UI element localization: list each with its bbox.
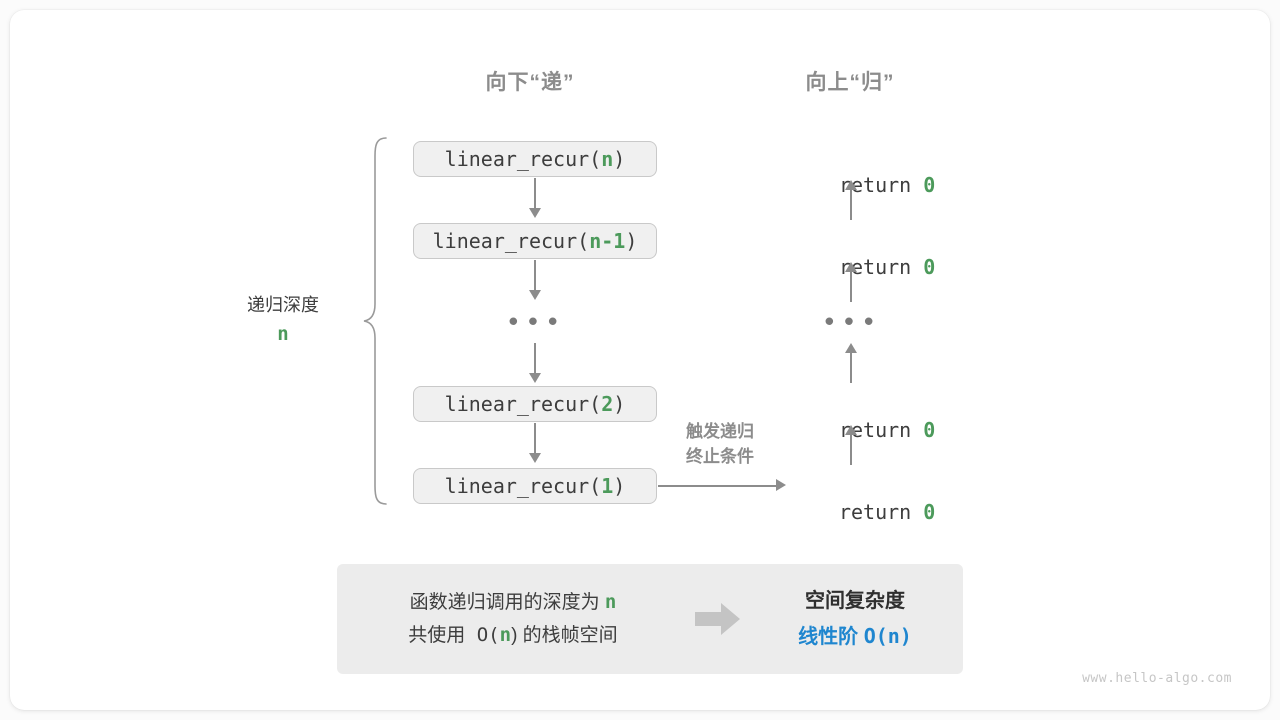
base-case-arrow-head <box>776 479 786 491</box>
recursion-depth-text: 递归深度 <box>247 295 319 315</box>
call-box-arg: n-1 <box>589 229 626 253</box>
column-header-descend: 向下“递” <box>485 71 575 94</box>
return-value: 0 <box>923 173 936 197</box>
return-value: 0 <box>923 418 936 442</box>
call-box-n: linear_recur(n) <box>413 141 657 177</box>
call-box-prefix: linear_recur( <box>432 229 590 253</box>
down-arrow-2-line <box>534 260 536 292</box>
diagram-card: 向下“递” 向上“归” 递归深度 n linear_recur(n) linea… <box>10 10 1270 710</box>
space-complexity-notation: O(n) <box>863 623 912 648</box>
summary-line-2-post: ) 的栈帧空间 <box>511 625 618 646</box>
call-box-arg: 1 <box>601 474 614 498</box>
watermark: www.hello-algo.com <box>1082 671 1232 686</box>
up-arrow-2-head <box>845 262 857 272</box>
call-box-n-minus-1: linear_recur(n-1) <box>413 223 657 259</box>
call-box-1: linear_recur(1) <box>413 468 657 504</box>
space-complexity-value: 线性阶 O(n) <box>747 619 963 655</box>
summary-right-text: 空间复杂度 线性阶 O(n) <box>747 584 963 655</box>
down-arrow-4-head <box>529 453 541 463</box>
column-header-ascend: 向上“归” <box>805 71 895 94</box>
depth-brace <box>362 136 388 511</box>
call-box-arg: 2 <box>601 392 614 416</box>
recursion-depth-label: 递归深度 n <box>247 292 319 349</box>
up-arrow-1-head <box>845 180 857 190</box>
summary-panel: 函数递归调用的深度为 n 共使用 O(n) 的栈帧空间 空间复杂度 线性阶 O(… <box>337 564 963 674</box>
summary-line-2-pre: 共使用 O( <box>408 624 500 646</box>
summary-left-text: 函数递归调用的深度为 n 共使用 O(n) 的栈帧空间 <box>337 586 689 653</box>
down-arrow-2-head <box>529 290 541 300</box>
call-box-suffix: ) <box>613 392 626 416</box>
down-arrow-1-head <box>529 208 541 218</box>
up-arrow-3-head <box>845 343 857 353</box>
return-label-4: return 0 <box>767 476 936 548</box>
termination-condition-note: 触发递归 终止条件 <box>686 420 754 469</box>
up-arrow-4-line <box>850 433 852 465</box>
summary-line-2: 共使用 O(n) 的栈帧空间 <box>337 619 689 652</box>
call-box-prefix: linear_recur( <box>444 474 602 498</box>
return-keyword: return <box>838 500 924 524</box>
space-complexity-title: 空间复杂度 <box>805 589 905 612</box>
summary-line-1-var: n <box>604 590 617 613</box>
return-ellipsis: ••• <box>821 308 881 338</box>
termination-note-line1: 触发递归 <box>686 422 754 441</box>
termination-note-line2: 终止条件 <box>686 446 754 466</box>
call-box-arg: n <box>601 147 614 171</box>
up-arrow-4-head <box>845 425 857 435</box>
up-arrow-3-line <box>850 351 852 383</box>
call-ellipsis: ••• <box>505 308 565 338</box>
call-box-suffix: ) <box>613 474 626 498</box>
down-arrow-3-head <box>529 373 541 383</box>
recursion-depth-value: n <box>277 322 289 345</box>
return-value: 0 <box>923 255 936 279</box>
call-box-suffix: ) <box>625 229 638 253</box>
space-complexity-order: 线性阶 <box>798 625 864 648</box>
down-arrow-3-line <box>534 343 536 375</box>
return-value: 0 <box>923 500 936 524</box>
down-arrow-1-line <box>534 178 536 210</box>
summary-line-1-text: 函数递归调用的深度为 <box>409 591 605 613</box>
base-case-arrow-line <box>658 485 776 487</box>
call-box-prefix: linear_recur( <box>444 392 602 416</box>
up-arrow-1-line <box>850 188 852 220</box>
summary-line-2-var: n <box>499 624 512 646</box>
up-arrow-2-line <box>850 270 852 302</box>
call-box-2: linear_recur(2) <box>413 386 657 422</box>
block-arrow-right-icon <box>689 602 747 636</box>
down-arrow-4-line <box>534 423 536 455</box>
call-box-suffix: ) <box>613 147 626 171</box>
call-box-prefix: linear_recur( <box>444 147 602 171</box>
summary-line-1: 函数递归调用的深度为 n <box>337 586 689 619</box>
